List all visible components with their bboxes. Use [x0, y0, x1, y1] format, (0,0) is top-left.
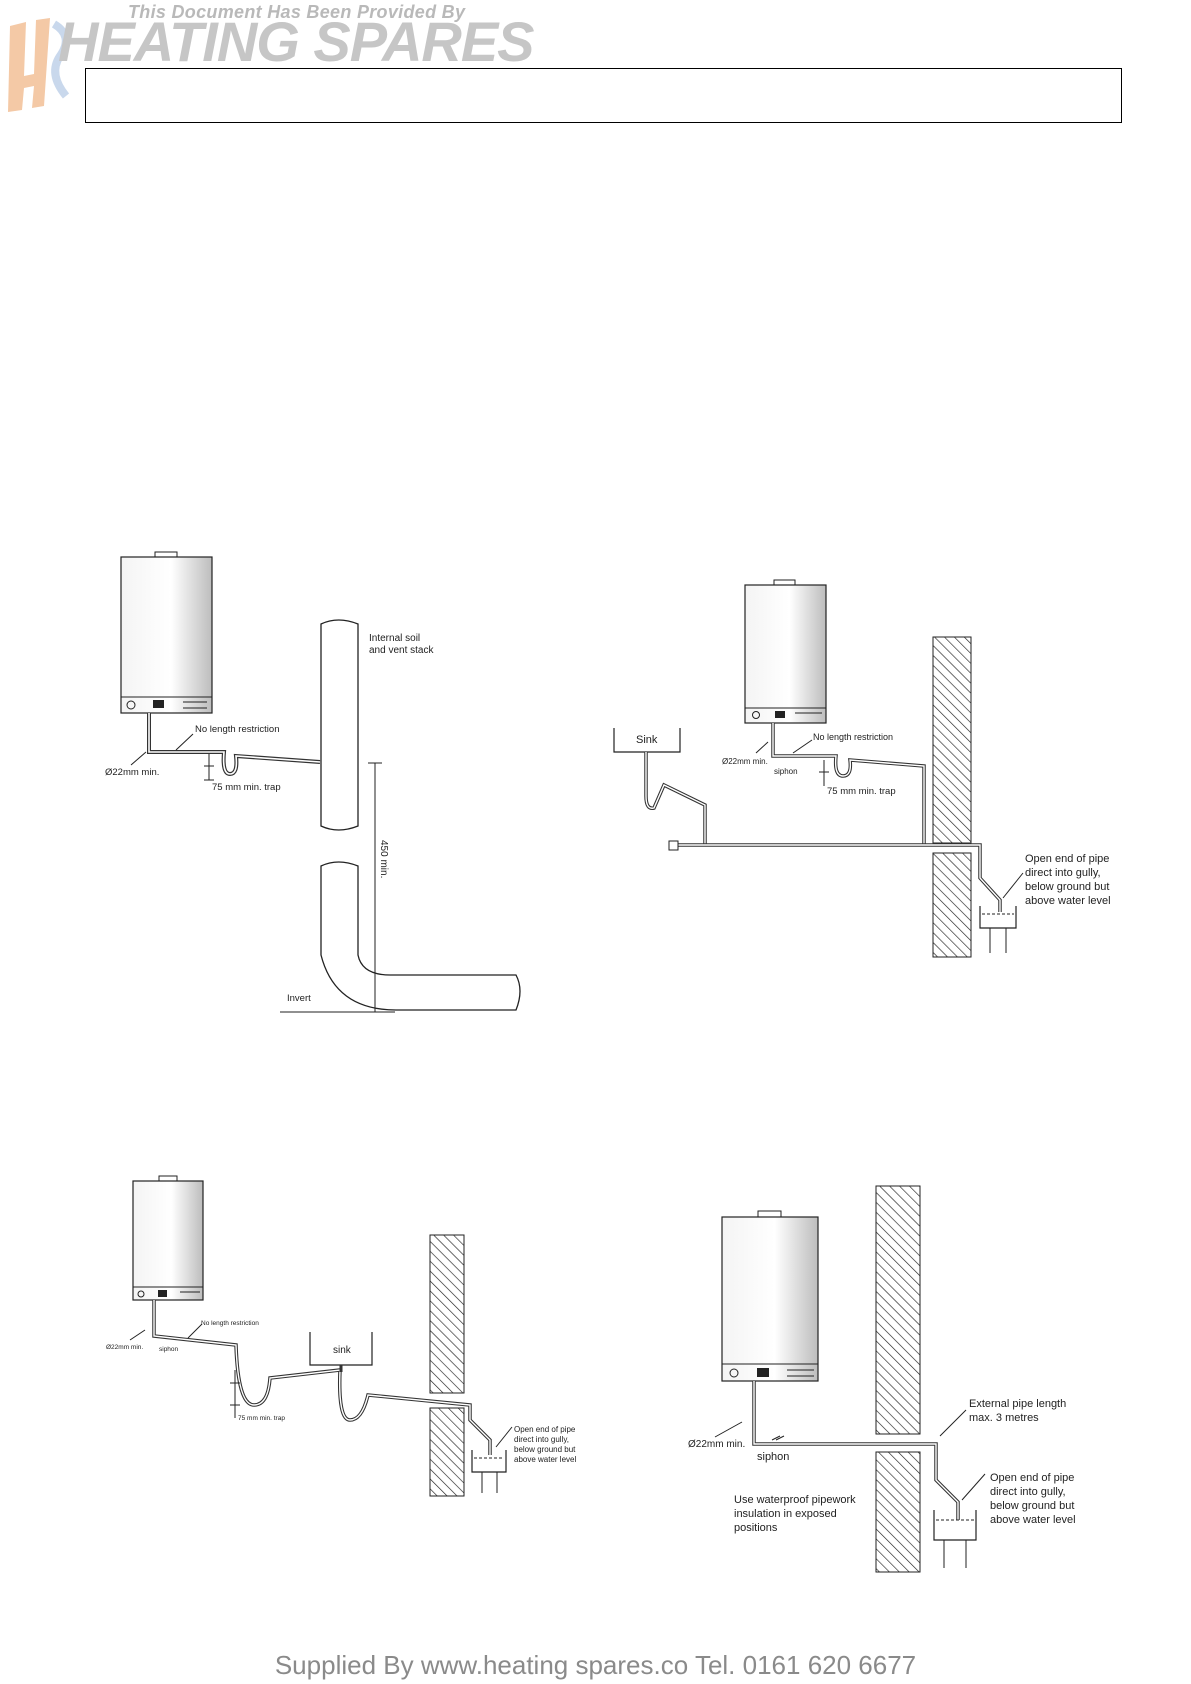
fig2-trap-label: 75 mm min. trap: [827, 786, 896, 797]
fig2-open-end-1: Open end of pipe: [1025, 853, 1109, 865]
fig1-stack-label-1: Internal soil: [369, 633, 420, 644]
boiler-icon: [132, 1175, 204, 1301]
watermark-provided-by: This Document Has Been Provided By: [128, 2, 466, 22]
heating-spares-logo: [8, 18, 70, 112]
fig4-external-1: External pipe length: [969, 1398, 1066, 1410]
fig4-waterproof-2: insulation in exposed: [734, 1508, 837, 1520]
watermark-brand: HEATING SPARES: [58, 10, 535, 73]
fig3-sink-label: sink: [333, 1345, 352, 1356]
fig1-invert-label: Invert: [287, 993, 311, 1004]
fig2-sink-label: Sink: [636, 734, 658, 746]
fig3-open-end-4: above water level: [514, 1455, 576, 1464]
fig1-pipe-diameter-label: Ø22mm min.: [105, 767, 159, 778]
fig2-pipe-diameter-label: Ø22mm min.: [722, 757, 768, 766]
fig3-pipe-diameter-label: Ø22mm min.: [106, 1344, 143, 1351]
fig1-stack-label-2: and vent stack: [369, 645, 434, 656]
fig3-open-end-1: Open end of pipe: [514, 1425, 576, 1434]
fig4-pipe-diameter-label: Ø22mm min.: [688, 1439, 745, 1450]
fig4-open-end-2: direct into gully,: [990, 1486, 1066, 1498]
fig4-open-end-4: above water level: [990, 1514, 1076, 1526]
fig4-waterproof-1: Use waterproof pipework: [734, 1494, 856, 1506]
fig4-open-end-3: below ground but: [990, 1500, 1074, 1512]
fig4-siphon-label: siphon: [757, 1451, 789, 1463]
boiler-icon: [120, 551, 213, 714]
figure-sink-external-gully: Sink No length restriction Ø22mm min. si…: [613, 579, 1111, 958]
fig3-no-length-label: No length restriction: [201, 1320, 259, 1327]
fig3-open-end-3: below ground but: [514, 1445, 576, 1454]
footer-supplied-by: Supplied By www.heating spares.co Tel. 0…: [274, 1650, 917, 1680]
figure-sink-trap-gully: No length restriction Ø22mm min. siphon …: [106, 1175, 576, 1497]
boiler-icon: [721, 1210, 819, 1382]
fig1-trap-label: 75 mm min. trap: [212, 782, 281, 793]
fig2-open-end-2: direct into gully,: [1025, 867, 1101, 879]
fig3-siphon-label: siphon: [159, 1346, 179, 1353]
figure-external-pipe: External pipe length max. 3 metres Ø22mm…: [688, 1185, 1076, 1573]
fig2-open-end-3: below ground but: [1025, 881, 1109, 893]
fig2-no-length-label: No length restriction: [813, 732, 893, 742]
fig1-no-length-label: No length restriction: [195, 724, 279, 735]
fig1-height-label: 450 min.: [378, 840, 389, 878]
header-box: [85, 68, 1122, 123]
figure-internal-soil-stack: Internal soil and vent stack No length r…: [105, 551, 521, 1013]
fig4-open-end-1: Open end of pipe: [990, 1472, 1074, 1484]
fig2-siphon-label: siphon: [774, 767, 798, 776]
fig4-waterproof-3: positions: [734, 1522, 778, 1534]
fig3-open-end-2: direct into gully,: [514, 1435, 569, 1444]
fig3-trap-label: 75 mm min. trap: [238, 1415, 285, 1422]
boiler-icon: [744, 579, 827, 724]
fig4-external-2: max. 3 metres: [969, 1412, 1039, 1424]
fig2-open-end-4: above water level: [1025, 895, 1111, 907]
